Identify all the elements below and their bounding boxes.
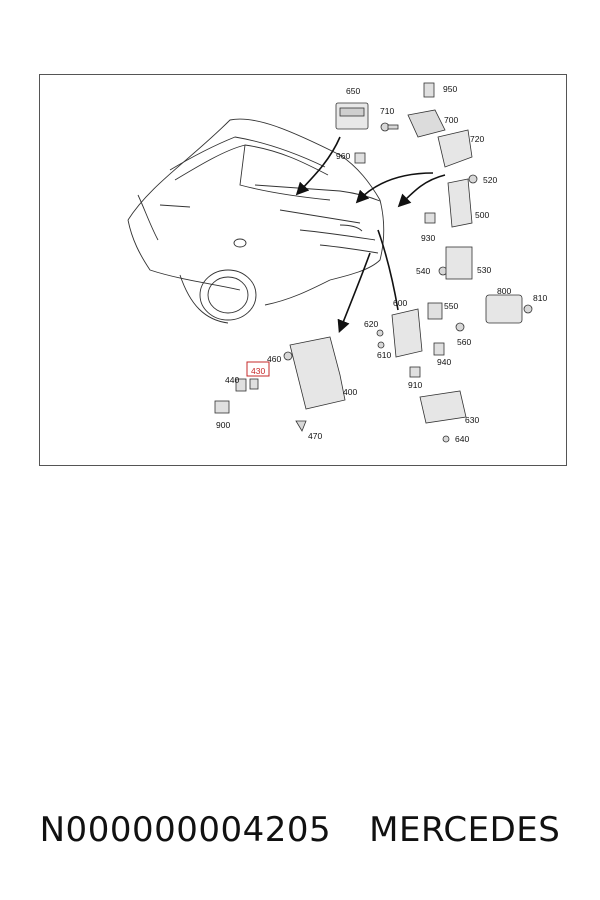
label-440: 440	[225, 375, 239, 385]
part-400-fuse-box	[289, 336, 346, 410]
part-530-bracket	[445, 246, 473, 280]
part-460-washer	[283, 351, 293, 361]
label-710: 710	[380, 106, 394, 116]
part-710-bolt	[380, 122, 399, 132]
label-640: 640	[455, 434, 469, 444]
label-430: 430	[251, 366, 265, 376]
callout-arrows	[295, 136, 446, 333]
part-labels: 650 950 710 700 720 960 520 500 930 540 …	[216, 84, 547, 444]
part-900-connector	[214, 400, 230, 414]
label-900: 900	[216, 420, 230, 430]
part-600-module	[391, 308, 423, 358]
exploded-parts-diagram: 650 950 710 700 720 960 520 500 930 540 …	[127, 82, 547, 444]
label-910: 910	[408, 380, 422, 390]
part-800-antenna-module	[485, 294, 523, 324]
label-460: 460	[267, 354, 281, 364]
part-630-relay-block	[419, 390, 467, 424]
part-560-screw	[455, 322, 465, 332]
diagram-frame: 650 950 710 700 720 960 520 500 930 540 …	[39, 74, 567, 466]
part-700-connector	[407, 109, 446, 138]
part-930-clip	[424, 212, 436, 224]
part-720-control-unit	[437, 129, 473, 168]
part-810-nut	[523, 304, 533, 314]
part-610-screw	[377, 341, 385, 349]
car-outline	[127, 118, 385, 324]
label-530: 530	[477, 265, 491, 275]
label-700: 700	[444, 115, 458, 125]
part-470-cover	[295, 420, 307, 432]
label-810: 810	[533, 293, 547, 303]
label-630: 630	[465, 415, 479, 425]
part-500-module	[447, 178, 473, 228]
label-400: 400	[343, 387, 357, 397]
part-430-highlighted	[246, 361, 270, 390]
label-620: 620	[364, 319, 378, 329]
label-560: 560	[457, 337, 471, 347]
part-950-clip	[423, 82, 435, 98]
part-640-screw	[442, 435, 450, 443]
label-650: 650	[346, 86, 360, 96]
part-550-clip	[427, 302, 443, 320]
part-910-clip	[409, 366, 421, 378]
part-number: N000000004205	[39, 810, 332, 850]
brand-name: MERCEDES	[369, 810, 561, 850]
caption: N000000004205 MERCEDES	[0, 810, 600, 850]
label-540: 540	[416, 266, 430, 276]
part-650-module	[335, 102, 369, 130]
label-470: 470	[308, 431, 322, 441]
label-950: 950	[443, 84, 457, 94]
part-960-clip	[354, 152, 366, 164]
part-620-screw	[376, 329, 384, 337]
part-940-clip	[433, 342, 445, 356]
label-600: 600	[393, 298, 407, 308]
part-440-relay	[235, 378, 247, 392]
label-610: 610	[377, 350, 391, 360]
label-520: 520	[483, 175, 497, 185]
label-960: 960	[336, 151, 350, 161]
label-550: 550	[444, 301, 458, 311]
label-930: 930	[421, 233, 435, 243]
part-520-screw	[468, 174, 478, 184]
label-500: 500	[475, 210, 489, 220]
label-720: 720	[470, 134, 484, 144]
label-800: 800	[497, 286, 511, 296]
label-940: 940	[437, 357, 451, 367]
